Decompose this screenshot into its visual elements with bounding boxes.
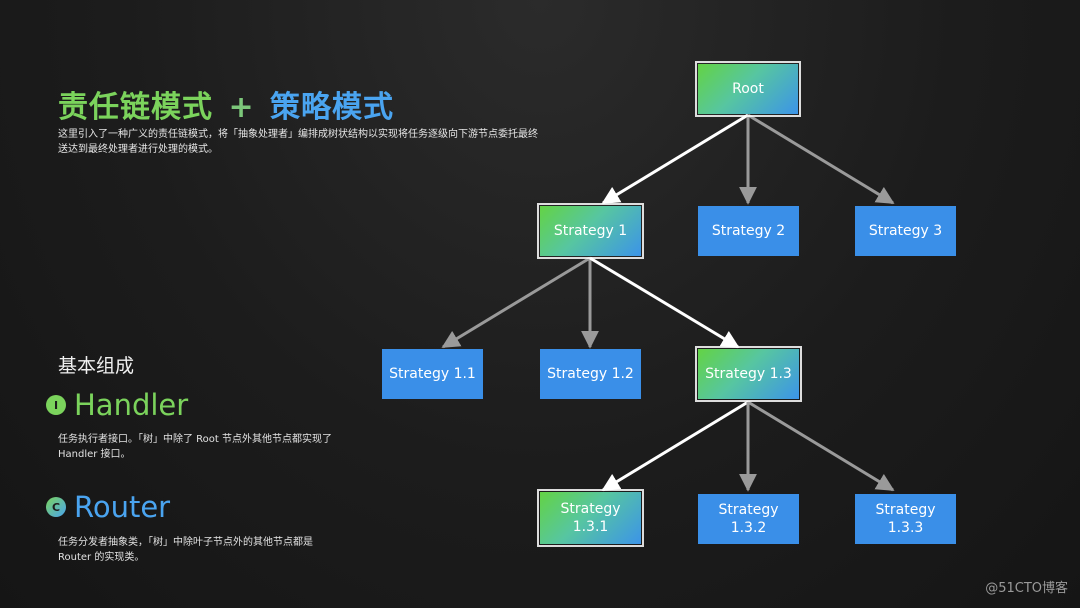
title-part-strategy: 策略模式 [270, 90, 395, 125]
node-strategy-1-2: Strategy 1.2 [540, 349, 641, 399]
section-title: 基本组成 [58, 355, 135, 377]
class-badge-icon: C [46, 497, 66, 517]
router-heading: C Router [46, 490, 170, 524]
node-strategy-1-3-2: Strategy 1.3.2 [698, 494, 799, 544]
edge-s1-s13 [589, 256, 740, 349]
interface-badge-icon: I [46, 395, 66, 415]
title-part-chain: 责任链模式 [58, 90, 213, 125]
edge-root-s1 [601, 113, 749, 205]
router-description: 任务分发者抽象类，「树」中除叶子节点外的其他节点都是 Router 的实现类。 [58, 537, 313, 563]
page-title: 责任链模式 + 策略模式 [58, 82, 394, 126]
node-strategy-1: Strategy 1 [537, 203, 644, 259]
node-strategy-1-3-3: Strategy 1.3.3 [855, 494, 956, 544]
router-name: Router [74, 490, 171, 524]
handler-name: Handler [74, 388, 189, 422]
intro-text: 这里引入了一种广义的责任链模式，将「抽象处理者」编排成树状结构以实现将任务逐级向… [58, 129, 538, 155]
node-strategy-1-3: Strategy 1.3 [695, 346, 802, 402]
edge-root-s3 [747, 113, 895, 205]
edge-s1-s11 [441, 256, 591, 349]
handler-heading: I Handler [46, 388, 188, 422]
node-strategy-1-3-1: Strategy 1.3.1 [537, 489, 644, 547]
edge-s13-s133 [747, 400, 895, 492]
node-strategy-2: Strategy 2 [698, 206, 799, 256]
edge-s13-s131 [601, 400, 749, 492]
title-plus: + [228, 90, 255, 125]
node-root: Root [695, 61, 801, 117]
watermark: @51CTO博客 [985, 581, 1068, 596]
node-strategy-3: Strategy 3 [855, 206, 956, 256]
handler-description: 任务执行者接口。「树」中除了 Root 节点外其他节点都实现了 Handler … [58, 434, 333, 460]
node-strategy-1-1: Strategy 1.1 [382, 349, 483, 399]
